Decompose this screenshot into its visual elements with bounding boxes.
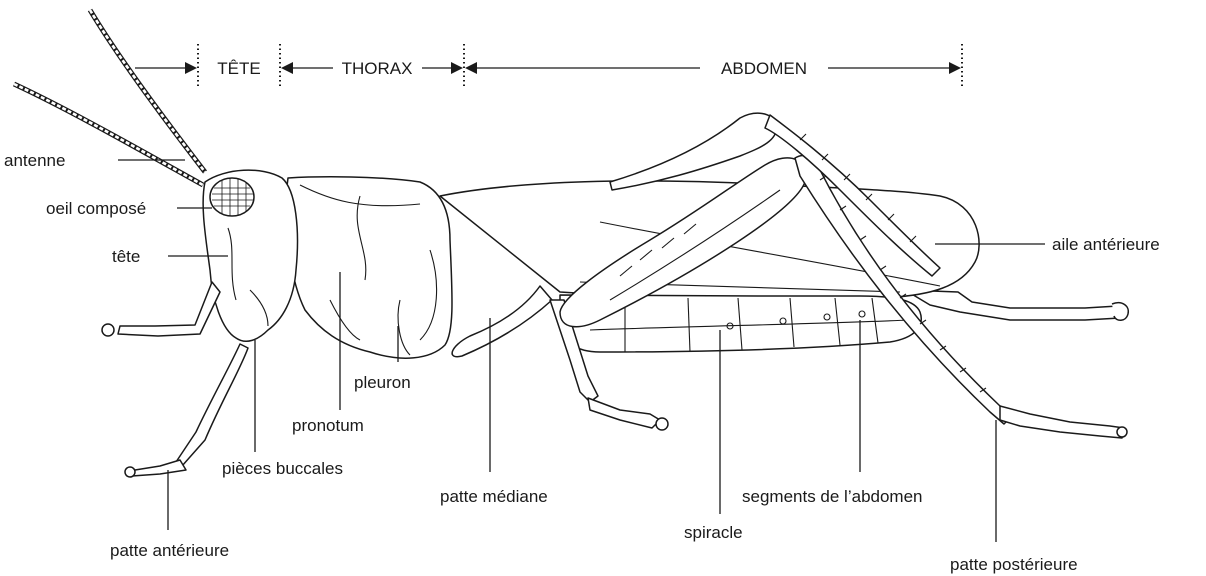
fore-leg (176, 344, 248, 466)
label-foreleg: patte antérieure (110, 541, 229, 560)
label-pronotum: pronotum (292, 416, 364, 435)
hind-leg-far (905, 290, 1120, 320)
label-head: tête (112, 247, 140, 266)
compound-eye (210, 178, 254, 216)
label-middle-leg: patte médiane (440, 487, 548, 506)
label-abdomen-segments: segments de l’abdomen (742, 487, 923, 506)
label-compound-eye: oeil composé (46, 199, 146, 218)
label-hind-leg: patte postérieure (950, 555, 1078, 574)
section-dividers (198, 44, 962, 86)
label-mouthparts: pièces buccales (222, 459, 343, 478)
middle-leg (452, 286, 552, 357)
section-label-thorax: THORAX (342, 59, 413, 78)
label-spiracle: spiracle (684, 523, 743, 542)
label-forewing: aile antérieure (1052, 235, 1160, 254)
section-label-abdomen: ABDOMEN (721, 59, 807, 78)
section-label-head: TÊTE (217, 59, 260, 78)
label-antenna: antenne (4, 151, 65, 170)
label-pleuron: pleuron (354, 373, 411, 392)
